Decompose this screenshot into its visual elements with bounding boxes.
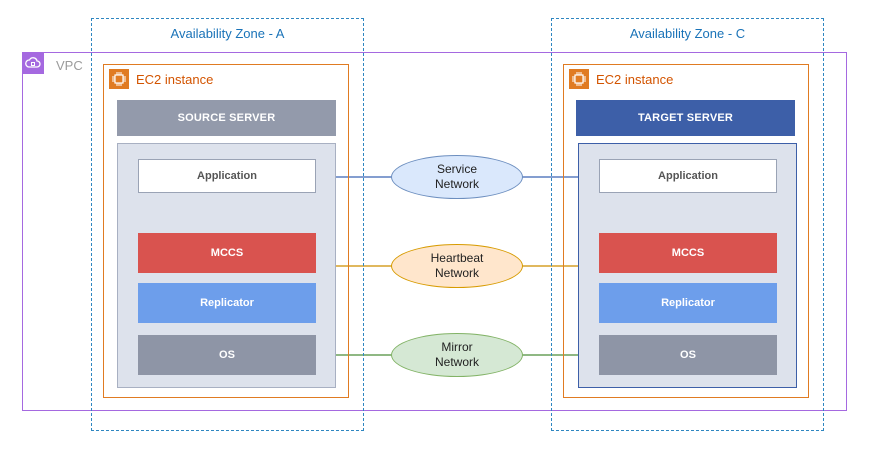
service-network-label-1: Service (436, 162, 477, 176)
replicator-layer: Replicator (138, 283, 316, 323)
vpc-boundary: VPC (22, 52, 847, 411)
vpc-label: VPC (56, 58, 83, 73)
application-layer: Application (138, 159, 316, 193)
mccs-layer: MCCS (599, 233, 777, 273)
source-server-header: SOURCE SERVER (117, 100, 336, 136)
service-network-label-2: Network (434, 177, 479, 191)
availability-zone-c-label: Availability Zone - C (629, 26, 746, 41)
os-layer: OS (599, 335, 777, 375)
ec2-chip-icon (109, 69, 129, 89)
ec2-instance-source: EC2 instance SOURCE SERVER Application M… (103, 64, 349, 398)
target-server-header: TARGET SERVER (576, 100, 795, 136)
vpc-cloud-icon (22, 52, 44, 74)
replicator-layer: Replicator (599, 283, 777, 323)
mirror-network-label-1: Mirror (441, 340, 473, 354)
availability-zone-c: Availability Zone - C (551, 18, 824, 431)
target-server-stack: Application MCCS Replicator OS (578, 143, 797, 388)
mirror-network-label-2: Network (434, 355, 479, 369)
availability-zone-a: Availability Zone - A (91, 18, 364, 431)
ec2-instance-label: EC2 instance (596, 72, 674, 87)
ec2-instance-label: EC2 instance (136, 72, 214, 87)
os-layer: OS (138, 335, 316, 375)
availability-zone-a-label: Availability Zone - A (170, 26, 285, 41)
application-layer: Application (599, 159, 777, 193)
mccs-layer: MCCS (138, 233, 316, 273)
heartbeat-network-label-2: Network (434, 266, 479, 280)
ec2-chip-icon (569, 69, 589, 89)
heartbeat-network-label-1: Heartbeat (430, 251, 484, 265)
ec2-instance-target: EC2 instance TARGET SERVER Application M… (563, 64, 809, 398)
source-server-stack: Application MCCS Replicator OS (117, 143, 336, 388)
